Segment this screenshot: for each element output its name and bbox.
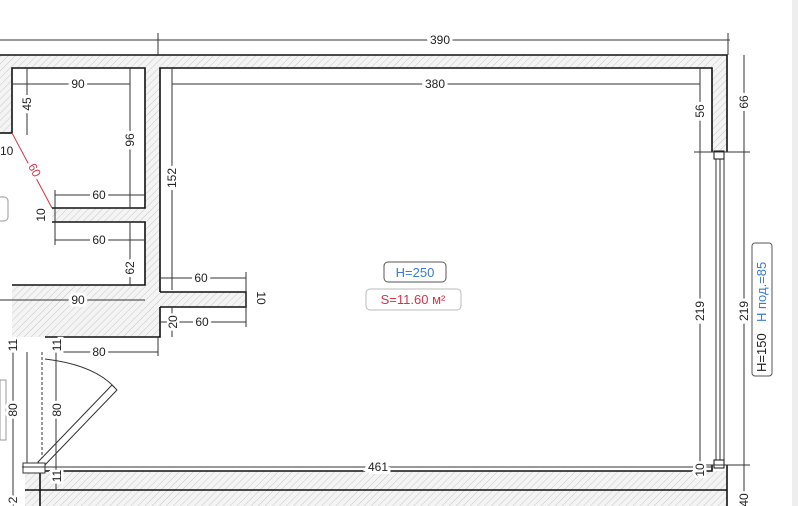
dim-label: 2 — [6, 496, 20, 503]
dim-label: 461 — [368, 460, 388, 474]
room-area-tag[interactable]: S=11.60 м² — [365, 288, 462, 311]
window — [713, 150, 725, 469]
dim-label: 10 — [34, 208, 48, 222]
partition-wall — [145, 68, 160, 337]
dim-label: 80 — [92, 345, 106, 359]
right-wall-upper — [712, 55, 727, 152]
dim-label: 96 — [123, 133, 137, 147]
door-leaf — [37, 384, 118, 468]
dim-label: 80 — [50, 403, 64, 417]
dim-label: 10 — [693, 463, 707, 477]
dim-label: 40 — [737, 493, 751, 506]
dim-label: 80 — [6, 403, 20, 417]
diagonal-dimension-line — [11, 132, 53, 209]
window-sill-label: H под.=85 — [754, 262, 769, 322]
wall-outlines — [0, 54, 728, 506]
left-wall-upper — [0, 55, 12, 133]
closet-divider-wall — [52, 208, 145, 222]
door — [0, 196, 118, 474]
dim-label: 60 — [194, 271, 208, 285]
dim-label: 152 — [165, 168, 179, 188]
dim-label: 45 — [20, 97, 34, 111]
dim-label: 11 — [50, 338, 64, 351]
door-swing-arc — [44, 358, 116, 389]
dim-label: 62 — [123, 261, 137, 275]
room-height-tag[interactable]: H=250 — [383, 261, 447, 283]
dim-label: 11 — [6, 338, 20, 351]
dim-label: 66 — [737, 95, 751, 109]
dim-label: 20 — [166, 315, 180, 329]
dim-label: 380 — [425, 77, 445, 91]
dim-label: 56 — [693, 104, 707, 118]
dim-label: 219 — [693, 301, 707, 321]
dim-label: 390 — [430, 33, 450, 47]
dim-label: 90 — [71, 293, 85, 307]
dim-label: 10 — [254, 291, 268, 305]
wall-stub — [160, 292, 246, 307]
corridor-wall — [12, 285, 158, 337]
dim-label: 60 — [92, 188, 106, 202]
side-panel-edge — [792, 0, 798, 506]
window-height-label: H=150 — [754, 333, 769, 372]
dimension-labels: 390 380 90 45 96 10 60 60 10 60 62 90 15… — [0, 30, 754, 506]
window-frame-top — [713, 150, 725, 160]
dim-label: 90 — [71, 77, 85, 91]
dim-label: 10 — [0, 144, 14, 158]
top-wall — [0, 55, 727, 68]
door-hinge — [22, 462, 46, 474]
dim-label: 60 — [195, 315, 209, 329]
left-label-box-2 — [0, 196, 9, 222]
dim-label: 11 — [50, 469, 64, 482]
left-label-box — [0, 379, 7, 441]
walls — [0, 55, 727, 506]
room-area-label: S=11.60 м² — [381, 292, 446, 307]
bottom-wall — [25, 471, 727, 506]
dim-label: 60 — [92, 233, 106, 247]
dimension-lines — [0, 33, 750, 506]
window-tag[interactable]: H=150 H под.=85 — [751, 242, 773, 377]
window-frame-bottom — [713, 459, 725, 469]
dim-label: 219 — [737, 301, 751, 321]
room-height-label: H=250 — [396, 265, 435, 280]
